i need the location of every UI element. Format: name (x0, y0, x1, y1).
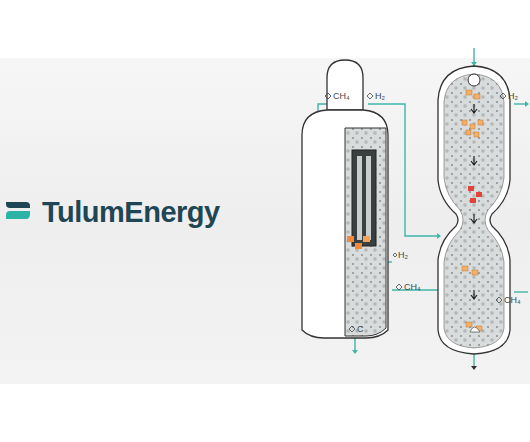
left-reactor (302, 60, 388, 338)
logo-icon (6, 202, 30, 219)
right-reactor (438, 66, 510, 354)
gas-label: CH₄ (404, 282, 421, 292)
gas-label: H₂ (508, 91, 518, 101)
gas-label: CH₄ (504, 295, 521, 305)
pipes (318, 48, 528, 368)
gas-label: CH₄ (333, 91, 350, 101)
arrow-heads (338, 62, 529, 370)
label-icons (325, 93, 506, 332)
carbon-label: C (357, 324, 364, 334)
gas-label: H₂ (398, 250, 408, 260)
brand-name: TulumEnergy (42, 196, 220, 228)
gas-label: H₂ (375, 91, 385, 101)
